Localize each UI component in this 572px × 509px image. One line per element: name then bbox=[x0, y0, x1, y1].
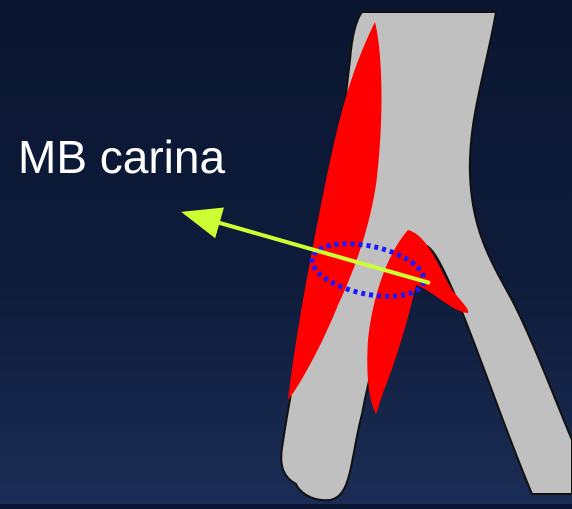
mb-carina-label: MB carina bbox=[18, 130, 225, 185]
